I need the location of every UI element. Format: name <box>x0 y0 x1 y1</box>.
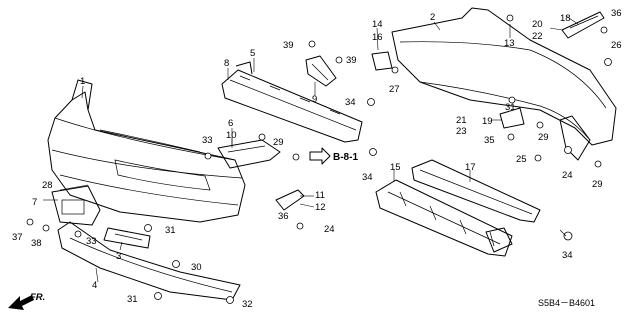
callout-7: 7 <box>32 197 37 208</box>
callout-30: 30 <box>191 262 202 273</box>
callout-29c: 29 <box>592 179 603 190</box>
fasteners <box>26 14 612 304</box>
callout-1: 1 <box>80 76 85 87</box>
callout-31b: 31 <box>505 102 516 113</box>
license-bracket <box>51 185 101 226</box>
rear-upper-bracket <box>561 11 605 39</box>
callout-28: 28 <box>42 180 53 191</box>
callout-37: 37 <box>12 232 23 243</box>
front-lower-bracket <box>103 227 151 249</box>
front-direction-arrow: FR. <box>8 292 45 310</box>
leader-lines <box>43 15 579 283</box>
callout-19: 19 <box>482 116 493 127</box>
callout-39a: 39 <box>283 40 294 51</box>
side-retainer <box>371 51 393 71</box>
callout-24a: 24 <box>324 224 335 235</box>
front-side-bracket <box>217 139 281 169</box>
callout-10: 10 <box>226 130 237 141</box>
callout-24b: 24 <box>562 170 573 181</box>
callout-2: 2 <box>430 12 435 23</box>
callout-18: 18 <box>560 13 571 24</box>
callout-33a: 33 <box>202 135 213 146</box>
callout-13: 13 <box>504 38 515 49</box>
callout-9: 9 <box>312 94 317 105</box>
direction-label: FR. <box>30 292 45 303</box>
front-bumper-face <box>47 79 246 223</box>
callout-12: 12 <box>315 202 326 213</box>
callout-8: 8 <box>224 58 229 69</box>
callout-14: 14 <box>372 19 383 30</box>
callout-34c: 34 <box>562 250 573 261</box>
callout-27: 27 <box>389 84 400 95</box>
callout-5: 5 <box>250 48 255 59</box>
callout-numbers: 1 2 3 4 5 6 7 8 9 10 11 12 13 14 15 16 1… <box>12 8 622 310</box>
upper-bracket <box>305 55 337 87</box>
callout-35: 35 <box>484 135 495 146</box>
callout-16: 16 <box>372 32 383 43</box>
reference-arrow: B-8-1 <box>309 147 358 165</box>
rear-bumper-face <box>391 7 617 161</box>
callout-32: 32 <box>242 299 253 310</box>
callout-23: 23 <box>456 126 467 137</box>
callout-29b: 29 <box>538 132 549 143</box>
rear-bumper-beam <box>411 159 541 223</box>
callout-31a: 31 <box>165 225 176 236</box>
catalog-code: S5B4－B4601 <box>538 298 595 308</box>
rear-side-spacer <box>499 107 525 129</box>
reference-label: B-8-1 <box>333 152 358 163</box>
callout-11: 11 <box>315 190 325 201</box>
front-side-spacer <box>275 189 305 211</box>
callout-22: 22 <box>532 31 543 42</box>
callout-36b: 36 <box>278 211 289 222</box>
callout-17: 17 <box>465 162 476 173</box>
callout-39b: 39 <box>346 55 357 66</box>
callout-3: 3 <box>116 251 121 262</box>
callout-15: 15 <box>390 162 401 173</box>
callout-31c: 31 <box>127 294 138 305</box>
callout-20: 20 <box>532 19 543 30</box>
callout-4: 4 <box>92 280 97 291</box>
callout-25: 25 <box>516 154 527 165</box>
callout-29a: 29 <box>273 137 284 148</box>
front-bumper-beam <box>221 61 363 143</box>
callout-34b: 34 <box>362 172 373 183</box>
callout-21: 21 <box>456 115 467 126</box>
callout-34a: 34 <box>345 97 356 108</box>
rear-bumper-absorber <box>375 179 513 257</box>
callout-6: 6 <box>228 118 233 129</box>
callout-36a: 36 <box>611 8 622 19</box>
callout-38: 38 <box>31 238 42 249</box>
callout-33b: 33 <box>86 236 97 247</box>
front-lower-spoiler <box>57 221 241 301</box>
callout-26: 26 <box>611 40 622 51</box>
